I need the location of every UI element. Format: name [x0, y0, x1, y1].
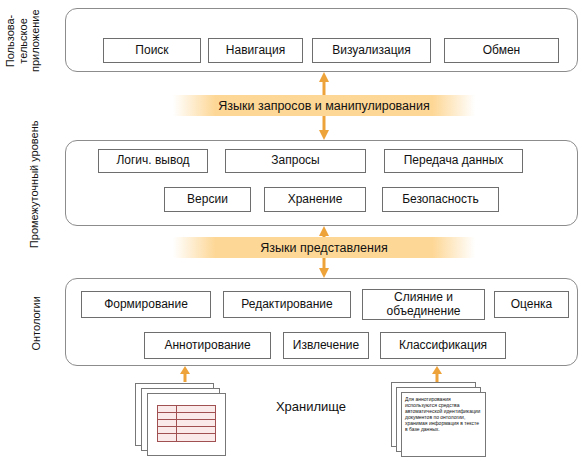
connector-arrow [323, 81, 326, 95]
component-box: Аннотирование [144, 332, 271, 359]
component-box: Редактирование [223, 291, 351, 318]
component-box: Извлечение [283, 332, 369, 359]
layer-group: ОнтологииФормированиеРедактированиеСлиян… [65, 278, 578, 366]
node-label: Версии [187, 193, 228, 206]
node-label: Языки представления [260, 241, 387, 255]
component-box: Оценка [494, 291, 569, 318]
layer-heading: Пользова- тельское приложение [4, 10, 42, 72]
layer-heading: Промежуточный уровень [28, 114, 41, 254]
node-label: Безопасность [402, 193, 479, 206]
language-band: Языки запросов и манипулирования [173, 95, 475, 116]
document-page [402, 393, 486, 457]
component-box: Логич. вывод [98, 149, 208, 173]
component-box: Запросы [225, 149, 366, 173]
connector-arrow [323, 116, 326, 131]
arrow-head [180, 366, 190, 374]
node-label: Классификация [399, 339, 487, 352]
connector-arrow [323, 258, 326, 269]
node-label: Аннотирование [164, 339, 250, 352]
text-document-stack [392, 383, 486, 457]
component-box: Навигация [208, 38, 303, 63]
node-label: Формирование [104, 298, 188, 311]
component-box: Хранение [264, 187, 366, 212]
node-label: Оценка [511, 298, 553, 311]
table-document-stack [136, 384, 226, 456]
component-box: Передача данных [384, 149, 523, 173]
node-label: Визуализация [332, 44, 411, 57]
layer-heading: Онтологии [30, 263, 43, 383]
document-text: Для аннотирования используются средства … [405, 396, 482, 432]
storage-arrows [180, 366, 442, 382]
node-label: Передача данных [404, 154, 504, 167]
node-label: Логич. вывод [116, 154, 189, 167]
layer-group: Пользова- тельское приложениеПоискНавига… [65, 8, 578, 72]
node-label: Обмен [483, 44, 521, 57]
node-label: Языки запросов и манипулирования [218, 99, 429, 113]
component-box: Безопасность [382, 187, 499, 212]
component-box: Версии [164, 187, 251, 212]
component-box: Классификация [380, 332, 506, 359]
component-box: Формирование [81, 291, 211, 318]
component-box: Обмен [444, 38, 559, 63]
arrow-head [432, 366, 442, 374]
component-box: Поиск [103, 38, 201, 63]
node-label: Хранение [288, 193, 343, 206]
node-label: Поиск [135, 44, 168, 57]
language-band: Языки представления [173, 237, 475, 258]
layer-group: Промежуточный уровеньЛогич. выводЗапросы… [65, 140, 578, 226]
table-grid [158, 406, 216, 442]
node-label: Редактирование [241, 298, 332, 311]
component-box: Слияние и объединение [362, 289, 485, 320]
node-label: Запросы [271, 154, 319, 167]
node-label: Слияние и объединение [363, 291, 484, 317]
node-label: Навигация [226, 44, 285, 57]
component-box: Визуализация [312, 38, 431, 63]
node-label: Извлечение [293, 339, 359, 352]
table-grid [158, 406, 216, 442]
storage-label: Хранилище [268, 399, 354, 415]
document-page [148, 394, 226, 456]
